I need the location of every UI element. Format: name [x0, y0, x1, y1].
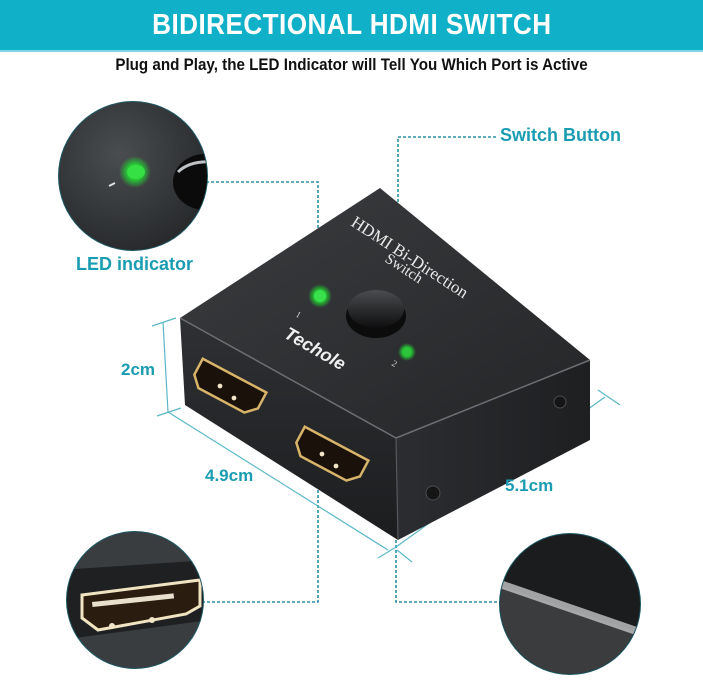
- page-subtitle: Plug and Play, the LED Indicator will Te…: [115, 56, 588, 74]
- depth-dimension-label: 5.1cm: [505, 476, 554, 495]
- hdmi-switch-device: HDMI Bi-Direction Switch Techole 1 2: [179, 188, 591, 541]
- led-detail-circle: [58, 101, 208, 251]
- page-title: BIDIRECTIONAL HDMI SWITCH: [151, 8, 552, 41]
- led-indicator-label: LED indicator: [76, 254, 194, 274]
- switch-button-label: Switch Button: [500, 125, 621, 145]
- header-banner: BIDIRECTIONAL HDMI SWITCH: [0, 0, 703, 52]
- width-dimension-label: 4.9cm: [205, 466, 254, 485]
- hdmi-port-detail-circle: [66, 531, 204, 669]
- height-dimension-label: 2cm: [121, 360, 156, 379]
- surface-detail-circle: [499, 533, 641, 675]
- svg-text:1: 1: [294, 309, 303, 320]
- svg-text:2: 2: [390, 358, 399, 369]
